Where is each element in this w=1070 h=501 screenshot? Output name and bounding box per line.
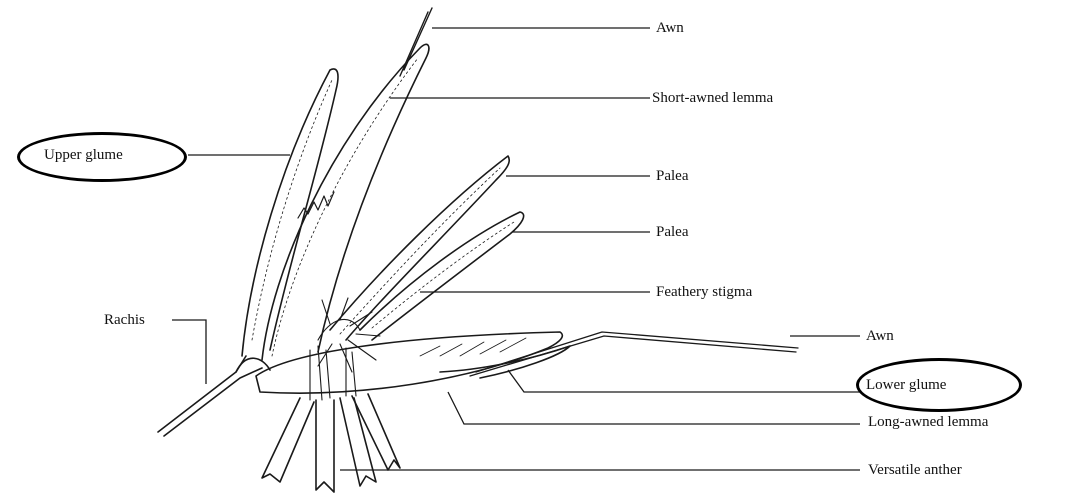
lower-glume-shape	[440, 346, 570, 378]
anther-far	[352, 394, 400, 470]
leader-long-awned-lemma	[448, 392, 860, 424]
label-feathery-stigma: Feathery stigma	[656, 283, 752, 301]
label-palea-1: Palea	[656, 167, 688, 185]
leader-rachis	[172, 320, 206, 384]
label-awn-top: Awn	[656, 19, 684, 37]
palea-lower-inner	[372, 222, 514, 328]
label-palea-2: Palea	[656, 223, 688, 241]
label-versatile-anther: Versatile anther	[868, 461, 962, 479]
label-lower-glume: Lower glume	[866, 376, 946, 394]
palea-lower-shape	[360, 212, 524, 340]
awn-top-shape	[400, 8, 432, 76]
long-awned-lemma-hatch	[420, 338, 526, 356]
label-long-awned-lemma: Long-awned lemma	[868, 413, 988, 431]
anther-mid	[316, 400, 334, 492]
leader-lower-glume	[508, 370, 860, 392]
awn-right-shape	[470, 332, 798, 376]
label-rachis: Rachis	[104, 311, 145, 329]
label-upper-glume: Upper glume	[44, 146, 123, 164]
anther-left	[262, 398, 314, 482]
label-awn-right: Awn	[866, 327, 894, 345]
palea-upper-inner	[340, 168, 500, 334]
upper-glume-vein	[252, 80, 332, 340]
rachis-stalk	[158, 356, 262, 436]
anther-right	[340, 398, 376, 486]
upper-glume-shape	[242, 69, 338, 356]
label-short-awned-lemma: Short-awned lemma	[652, 89, 773, 107]
